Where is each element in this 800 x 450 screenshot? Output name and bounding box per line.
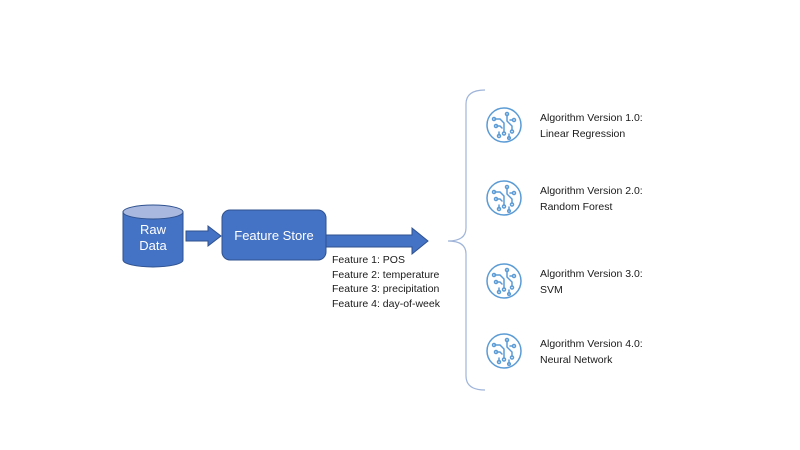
algorithm-item: Algorithm Version 2.0: Random Forest: [540, 184, 643, 215]
algorithm-name: Linear Regression: [540, 127, 626, 140]
feature-list: Feature 1: POS Feature 2: temperature Fe…: [332, 253, 440, 311]
algorithm-item: Algorithm Version 3.0: SVM: [540, 267, 643, 298]
algorithm-version: Algorithm Version 3.0:: [540, 268, 643, 280]
feature-item: Feature 3: precipitation: [332, 283, 440, 295]
raw-data-cylinder: [122, 204, 184, 268]
algorithm-name: Random Forest: [540, 200, 613, 213]
algorithm-version: Algorithm Version 4.0:: [540, 338, 643, 350]
feature-item: Feature 4: day-of-week: [332, 297, 440, 310]
feature-item: Feature 2: temperature: [332, 268, 440, 281]
algorithm-item: Algorithm Version 1.0: Linear Regression: [540, 111, 643, 142]
ai-circuit-icon: [486, 180, 522, 216]
raw-data-label: Raw Data: [123, 222, 183, 254]
raw-data-label-line2: Data: [139, 238, 167, 253]
feature-store-label: Feature Store: [234, 227, 314, 243]
ai-circuit-icon: [486, 107, 522, 143]
ai-circuit-icon: [486, 333, 522, 369]
algorithm-version: Algorithm Version 1.0:: [540, 112, 643, 124]
raw-data-label-line1: Raw: [139, 222, 166, 237]
algorithm-name: SVM: [540, 283, 563, 296]
arrow-store-to-algorithms: [325, 226, 429, 256]
algorithm-version: Algorithm Version 2.0:: [540, 185, 643, 197]
feature-item: Feature 1: POS: [332, 254, 405, 266]
algorithms-brace: [447, 89, 486, 391]
arrow-raw-to-store: [185, 224, 222, 248]
algorithm-name: Neural Network: [540, 353, 613, 366]
algorithm-item: Algorithm Version 4.0: Neural Network: [540, 337, 643, 368]
ai-circuit-icon: [486, 263, 522, 299]
